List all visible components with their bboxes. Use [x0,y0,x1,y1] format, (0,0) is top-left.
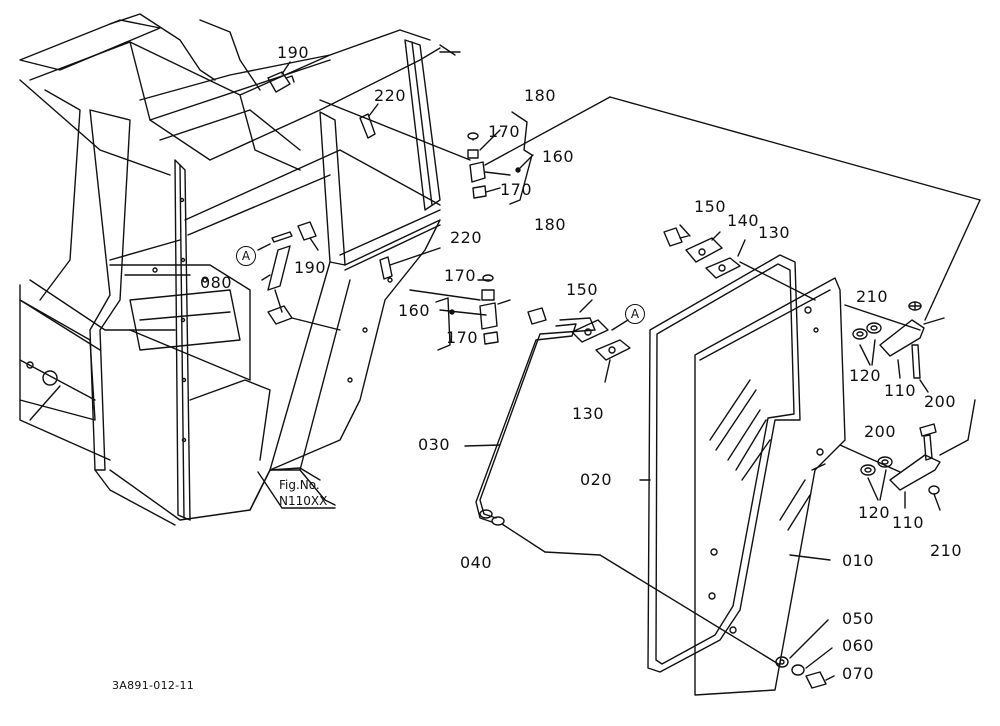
label-080: 080 [200,273,233,292]
hinge-right-parts [839,301,976,511]
label-070: 070 [842,664,875,683]
label-040: 040 [460,553,493,572]
label-220-mid: 220 [450,228,483,247]
fig-no-value: N110XX [279,494,328,508]
label-190-top: 190 [277,43,310,62]
diagram-code: 3A891-012-11 [112,679,195,692]
label-020: 020 [580,470,613,489]
label-110-top: 110 [884,381,917,400]
label-210-bot: 210 [930,541,963,560]
door-glass [694,277,846,696]
label-010: 010 [842,551,875,570]
label-150-mid: 150 [566,280,599,299]
fig-reference-leader [29,385,336,509]
upper-hinge-parts [267,61,981,321]
reference-marker-a-right: A [625,304,645,324]
label-170-a: 170 [488,122,521,141]
label-200-mid: 200 [864,422,897,441]
label-110-bot: 110 [892,513,925,532]
label-160-mid: 160 [398,301,431,320]
reference-marker-a-left: A [236,246,256,266]
fig-no-label: Fig.No. [279,478,320,492]
label-170-b: 170 [500,180,533,199]
label-190-mid: 190 [294,258,327,277]
label-210-top: 210 [856,287,889,306]
label-200-top: 200 [924,392,957,411]
label-220-top: 220 [374,86,407,105]
label-170-d: 170 [446,328,479,347]
label-170-c: 170 [444,266,477,285]
label-120-top: 120 [849,366,882,385]
label-180-mid: 180 [534,215,567,234]
label-130-mid: 130 [572,404,605,423]
label-160-top: 160 [542,147,575,166]
label-030: 030 [418,435,451,454]
label-050: 050 [842,609,875,628]
label-180-top: 180 [524,86,557,105]
label-060: 060 [842,636,875,655]
label-120-bot: 120 [858,503,891,522]
bottom-fasteners [775,619,835,689]
door-seal [639,254,801,673]
label-130-top: 130 [758,223,791,242]
label-150-top: 150 [694,197,727,216]
door-handle-rod [464,299,781,666]
upper-latch-parts [663,224,816,301]
label-140: 140 [727,211,760,230]
cab-frame [19,13,461,526]
lower-hinge-parts [257,221,511,351]
